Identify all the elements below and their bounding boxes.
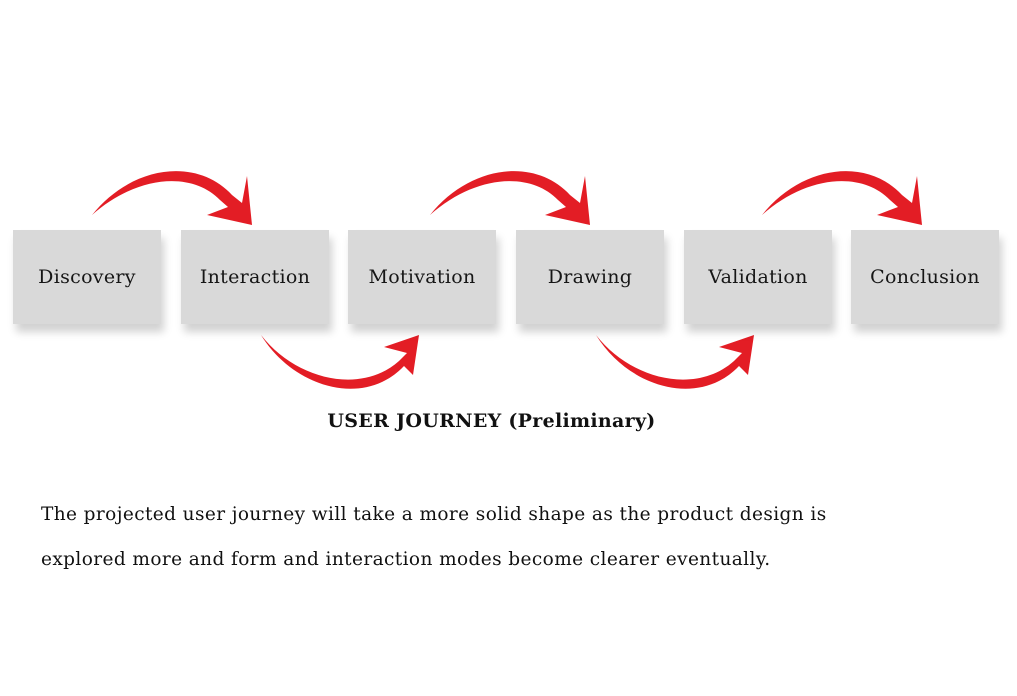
arrow-drawing-to-validation [596,335,754,389]
step-validation: Validation [684,230,832,324]
step-drawing: Drawing [516,230,664,324]
arrow-validation-to-conclusion [762,171,922,225]
diagram-caption: USER JOURNEY (Preliminary) [327,410,656,432]
step-conclusion: Conclusion [851,230,999,324]
step-motivation: Motivation [348,230,496,324]
description-line-1: The projected user journey will take a m… [41,504,827,525]
arrow-discovery-to-interaction [92,171,252,225]
description-paragraph: The projected user journey will take a m… [41,492,941,582]
step-discovery: Discovery [13,230,161,324]
step-interaction: Interaction [181,230,329,324]
description-line-2: explored more and form and interaction m… [41,549,771,570]
arrow-motivation-to-drawing [430,171,590,225]
arrow-interaction-to-motivation [261,335,419,389]
